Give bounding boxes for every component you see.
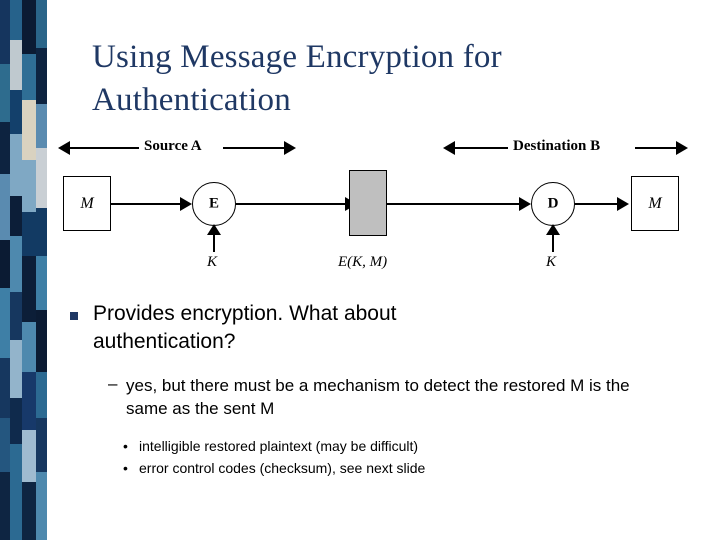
bullet-dot-icon: •: [123, 459, 128, 476]
list-item: • error control codes (checksum), see ne…: [123, 458, 663, 480]
key-destination-arrow-icon: [546, 224, 560, 235]
bullet-level-2-text: yes, but there must be a mechanism to de…: [126, 376, 630, 419]
source-a-left-arrow-icon: [58, 141, 70, 155]
bullet-level-3-list: • intelligible restored plaintext (may b…: [123, 436, 663, 479]
bullet-dash-icon: –: [108, 374, 118, 393]
page-title: Using Message Encryption for Authenticat…: [92, 36, 672, 122]
bullet-dot-icon: •: [123, 438, 128, 454]
band-column-3: [22, 0, 36, 540]
ciphertext-block: [349, 170, 387, 236]
source-a-right-rule: [223, 147, 285, 149]
page-title-line-1: Using Message Encryption for: [92, 39, 502, 75]
decrypt-node: D: [531, 182, 575, 226]
list-item: • intelligible restored plaintext (may b…: [123, 436, 663, 458]
plaintext-in-box: M: [63, 176, 111, 231]
plaintext-out-label: M: [648, 194, 662, 212]
link-m-to-e: [111, 203, 181, 205]
bullet-level-1-text: Provides encryption. What about authenti…: [93, 302, 397, 353]
plaintext-in-label: M: [80, 194, 94, 212]
decrypt-label: D: [547, 195, 559, 212]
band-column-4: [36, 0, 47, 540]
bullet-square-icon: [70, 312, 78, 320]
destination-b-left-rule: [454, 147, 508, 149]
key-source-arrow-icon: [207, 224, 221, 235]
key-destination-label: K: [546, 254, 557, 270]
destination-b-right-rule: [635, 147, 677, 149]
source-a-left-rule: [69, 147, 139, 149]
source-a-label: Source A: [144, 138, 202, 154]
link-channel-to-d: [387, 203, 520, 205]
destination-b-left-arrow-icon: [443, 141, 455, 155]
page-title-line-2: Authentication: [92, 81, 291, 118]
band-column-2: [10, 0, 22, 540]
bullet-level-3-text-1: intelligible restored plaintext (may be …: [139, 438, 419, 454]
source-a-right-arrow-icon: [284, 141, 296, 155]
band-column-1: [0, 0, 10, 540]
link-e-to-channel: [236, 203, 346, 205]
link-d-to-m-arrow-icon: [617, 197, 629, 211]
key-destination-line: [552, 230, 554, 252]
symmetric-encryption-diagram: Source A Destination B M E K E(K, M) D K: [58, 128, 708, 283]
encrypt-node: E: [192, 182, 236, 226]
key-source-line: [213, 230, 215, 252]
plaintext-out-box: M: [631, 176, 679, 231]
link-m-to-e-arrow-icon: [180, 197, 192, 211]
destination-b-label: Destination B: [513, 138, 601, 154]
decorative-color-bands: [0, 0, 58, 540]
link-channel-to-d-arrow-icon: [519, 197, 531, 211]
bullet-level-2: – yes, but there must be a mechanism to …: [108, 374, 678, 421]
link-d-to-m: [575, 203, 618, 205]
key-source-label: K: [207, 254, 218, 270]
bullet-level-1: Provides encryption. What about authenti…: [70, 300, 670, 356]
destination-b-right-arrow-icon: [676, 141, 688, 155]
bullet-level-3-text-2: error control codes (checksum), see next…: [139, 459, 426, 476]
channel-label: E(K, M): [338, 254, 388, 270]
encrypt-label: E: [208, 195, 219, 212]
